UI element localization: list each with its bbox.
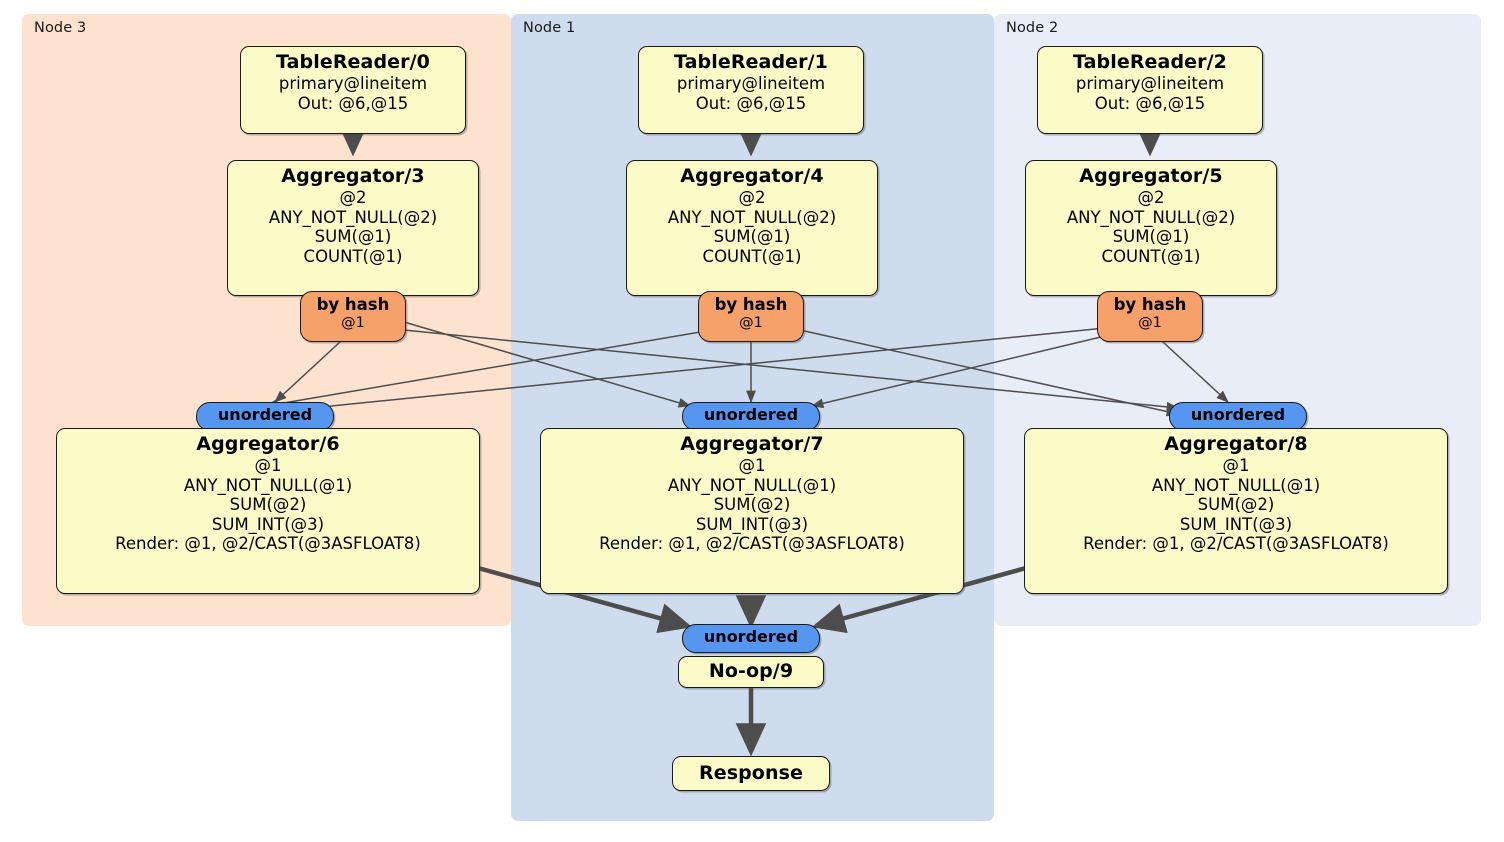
node-tablereader-0[interactable]: TableReader/0 primary@lineitem Out: @6,@…	[240, 46, 466, 134]
node-line: @2	[738, 188, 766, 208]
node-title: Aggregator/3	[281, 165, 425, 187]
node-title: Aggregator/8	[1164, 433, 1308, 455]
node-line: @2	[339, 188, 367, 208]
node-unordered-right[interactable]: unordered	[1169, 402, 1307, 431]
node-line: SUM_INT(@3)	[211, 514, 325, 534]
node-line: SUM(@2)	[713, 495, 791, 515]
node-render-line: Render: @1, @2/CAST(@3ASFLOAT8)	[599, 534, 905, 554]
unordered-title: unordered	[703, 627, 799, 646]
unordered-title: unordered	[217, 405, 313, 424]
node-panel-label-node2: Node 2	[1006, 20, 1059, 36]
node-aggregator-7[interactable]: Aggregator/7 @1 ANY_NOT_NULL(@1) SUM(@2)…	[540, 428, 964, 594]
by-hash-title: by hash	[714, 295, 788, 314]
node-line: ANY_NOT_NULL(@1)	[667, 475, 837, 495]
node-line: @1	[738, 456, 766, 476]
node-line: Out: @6,@15	[297, 93, 409, 113]
node-aggregator-6[interactable]: Aggregator/6 @1 ANY_NOT_NULL(@1) SUM(@2)…	[56, 428, 480, 594]
node-by-hash-5[interactable]: by hash @1	[1097, 291, 1203, 342]
node-line: @1	[254, 456, 282, 476]
node-unordered-final[interactable]: unordered	[682, 624, 820, 653]
node-render-line: Render: @1, @2/CAST(@3ASFLOAT8)	[115, 534, 421, 554]
by-hash-title: by hash	[316, 295, 390, 314]
node-line: ANY_NOT_NULL(@1)	[1151, 475, 1321, 495]
by-hash-sub: @1	[739, 314, 763, 331]
node-title: TableReader/2	[1073, 51, 1227, 73]
node-line: SUM(@1)	[1112, 227, 1190, 247]
node-line: @2	[1137, 188, 1165, 208]
node-unordered-center[interactable]: unordered	[682, 402, 820, 431]
node-line: COUNT(@1)	[303, 246, 403, 266]
node-line: primary@lineitem	[1075, 74, 1225, 94]
node-title: No-op/9	[708, 660, 794, 682]
node-aggregator-5[interactable]: Aggregator/5 @2 ANY_NOT_NULL(@2) SUM(@1)…	[1025, 160, 1277, 296]
node-panel-label-node3: Node 3	[34, 20, 87, 36]
by-hash-title: by hash	[1113, 295, 1187, 314]
unordered-title: unordered	[703, 405, 799, 424]
node-title: Aggregator/7	[680, 433, 824, 455]
node-tablereader-1[interactable]: TableReader/1 primary@lineitem Out: @6,@…	[638, 46, 864, 134]
node-line: primary@lineitem	[676, 74, 826, 94]
node-response[interactable]: Response	[672, 756, 830, 791]
node-title: Aggregator/6	[196, 433, 340, 455]
node-line: Out: @6,@15	[1094, 93, 1206, 113]
node-title: TableReader/0	[276, 51, 430, 73]
node-line: ANY_NOT_NULL(@2)	[268, 207, 438, 227]
node-by-hash-4[interactable]: by hash @1	[698, 291, 804, 342]
node-line: SUM(@1)	[314, 227, 392, 247]
node-line: ANY_NOT_NULL(@2)	[667, 207, 837, 227]
node-line: primary@lineitem	[278, 74, 428, 94]
node-line: Out: @6,@15	[695, 93, 807, 113]
node-aggregator-8[interactable]: Aggregator/8 @1 ANY_NOT_NULL(@1) SUM(@2)…	[1024, 428, 1448, 594]
node-title: TableReader/1	[674, 51, 828, 73]
by-hash-sub: @1	[1138, 314, 1162, 331]
unordered-title: unordered	[1190, 405, 1286, 424]
node-line: COUNT(@1)	[1101, 246, 1201, 266]
node-render-line: Render: @1, @2/CAST(@3ASFLOAT8)	[1083, 534, 1389, 554]
node-panel-label-node1: Node 1	[523, 20, 576, 36]
node-aggregator-3[interactable]: Aggregator/3 @2 ANY_NOT_NULL(@2) SUM(@1)…	[227, 160, 479, 296]
node-tablereader-2[interactable]: TableReader/2 primary@lineitem Out: @6,@…	[1037, 46, 1263, 134]
node-line: @1	[1222, 456, 1250, 476]
node-by-hash-3[interactable]: by hash @1	[300, 291, 406, 342]
node-line: ANY_NOT_NULL(@2)	[1066, 207, 1236, 227]
node-no-op-9[interactable]: No-op/9	[678, 656, 824, 688]
node-aggregator-4[interactable]: Aggregator/4 @2 ANY_NOT_NULL(@2) SUM(@1)…	[626, 160, 878, 296]
by-hash-sub: @1	[341, 314, 365, 331]
node-line: SUM(@2)	[1197, 495, 1275, 515]
node-line: ANY_NOT_NULL(@1)	[183, 475, 353, 495]
node-title: Aggregator/4	[680, 165, 824, 187]
node-line: COUNT(@1)	[702, 246, 802, 266]
node-line: SUM_INT(@3)	[1179, 514, 1293, 534]
node-line: SUM_INT(@3)	[695, 514, 809, 534]
node-unordered-left[interactable]: unordered	[196, 402, 334, 431]
node-title: Response	[698, 762, 803, 784]
node-line: SUM(@2)	[229, 495, 307, 515]
node-title: Aggregator/5	[1079, 165, 1223, 187]
node-line: SUM(@1)	[713, 227, 791, 247]
